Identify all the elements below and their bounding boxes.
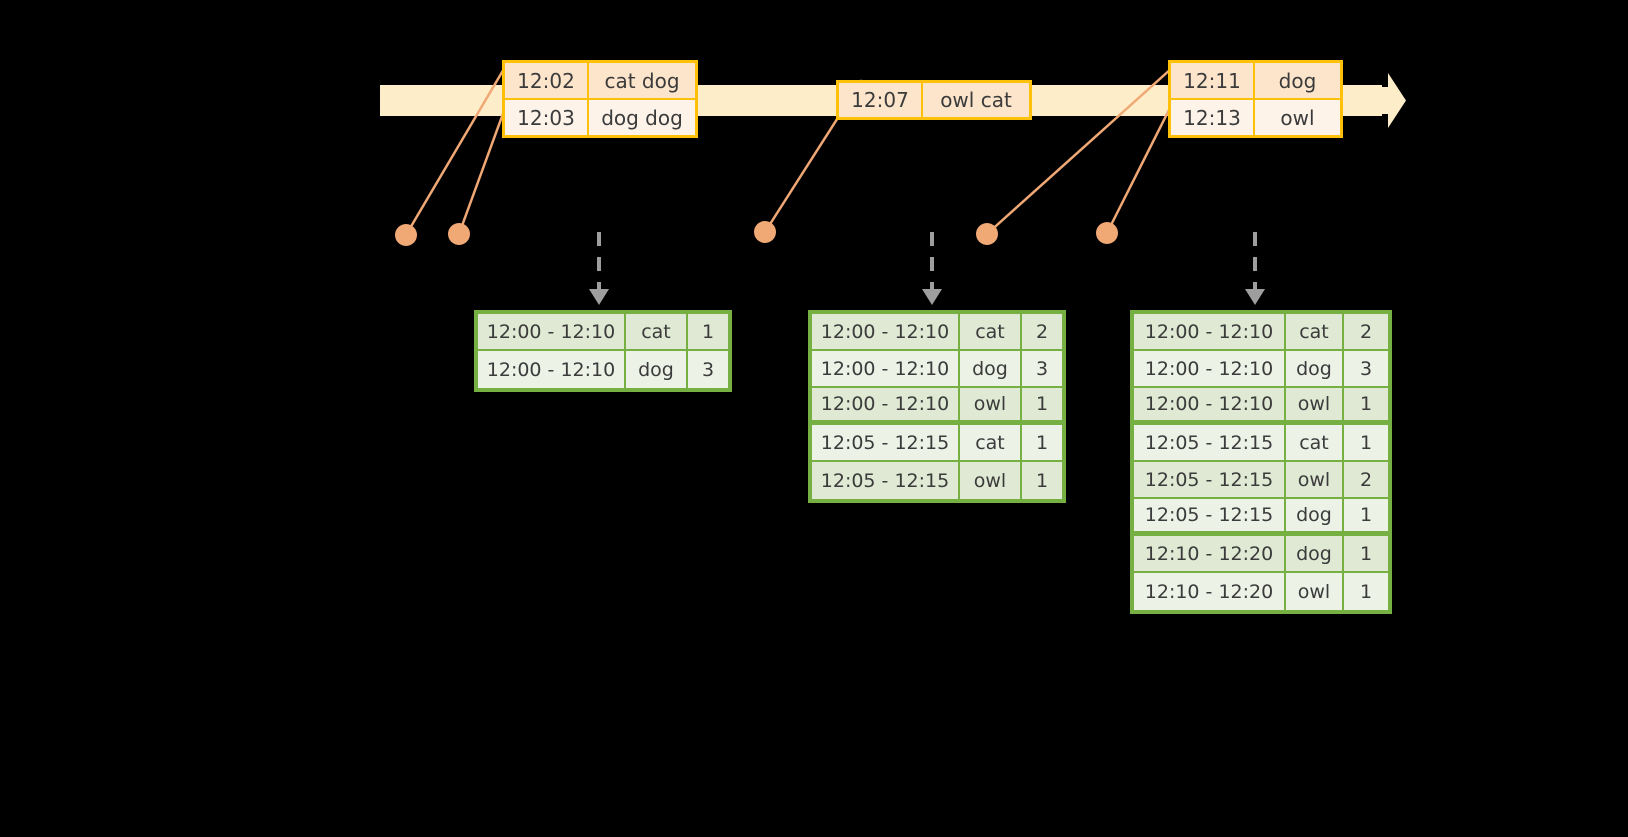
window-cell: 12:05 - 12:15 <box>812 425 960 462</box>
dashed-arrow-to-table-3-head-icon <box>1245 289 1265 305</box>
window-cell: 12:00 - 12:10 <box>1134 388 1286 425</box>
window-cell: 12:00 - 12:10 <box>812 314 960 351</box>
count-cell: 3 <box>1022 351 1062 388</box>
event-time: 12:02 <box>505 63 589 98</box>
word-cell: owl <box>960 388 1022 425</box>
window-cell: 12:00 - 12:10 <box>812 388 960 425</box>
timeline-event-group-1[interactable]: 12:02 cat dog 12:03 dog dog <box>502 60 698 138</box>
count-cell: 1 <box>1022 388 1062 425</box>
dashed-arrow-to-table-1-head-icon <box>589 289 609 305</box>
timeline-event-row[interactable]: 12:03 dog dog <box>505 98 695 135</box>
dot-1203[interactable] <box>448 223 470 245</box>
count-cell: 1 <box>1344 499 1388 536</box>
event-words: owl cat <box>923 83 1029 117</box>
window-cell: 12:05 - 12:15 <box>1134 462 1286 499</box>
leader-line-1213 <box>1105 103 1174 234</box>
event-words: cat dog <box>589 63 695 98</box>
word-cell: owl <box>1286 462 1344 499</box>
word-cell: dog <box>1286 536 1344 573</box>
count-cell: 1 <box>688 314 728 351</box>
event-words: dog <box>1255 63 1340 98</box>
leader-line-1203 <box>457 99 510 235</box>
window-cell: 12:00 - 12:10 <box>1134 351 1286 388</box>
window-cell: 12:00 - 12:10 <box>478 314 626 351</box>
event-time: 12:11 <box>1171 63 1255 98</box>
timeline-event-row[interactable]: 12:02 cat dog <box>505 63 695 98</box>
word-cell: owl <box>1286 573 1344 610</box>
word-cell: dog <box>960 351 1022 388</box>
count-cell: 2 <box>1022 314 1062 351</box>
window-cell: 12:00 - 12:10 <box>812 351 960 388</box>
timeline-event-group-2[interactable]: 12:07 owl cat <box>836 80 1032 120</box>
window-cell: 12:00 - 12:10 <box>478 351 626 388</box>
dashed-arrow-to-table-2-head-icon <box>922 289 942 305</box>
timeline-event-row[interactable]: 12:13 owl <box>1171 98 1340 135</box>
timeline-arrow-icon <box>1370 73 1406 128</box>
word-cell: cat <box>960 425 1022 462</box>
timeline-event-row[interactable]: 12:07 owl cat <box>839 83 1029 117</box>
word-cell: owl <box>1286 388 1344 425</box>
count-cell: 1 <box>1344 536 1388 573</box>
word-cell: dog <box>1286 499 1344 536</box>
count-cell: 3 <box>688 351 728 388</box>
dot-1202[interactable] <box>395 224 417 246</box>
window-cell: 12:10 - 12:20 <box>1134 573 1286 610</box>
count-cell: 1 <box>1344 388 1388 425</box>
count-cell: 3 <box>1344 351 1388 388</box>
dot-1211[interactable] <box>976 223 998 245</box>
word-cell: dog <box>626 351 688 388</box>
count-cell: 2 <box>1344 314 1388 351</box>
event-time: 12:07 <box>839 83 923 117</box>
event-time: 12:03 <box>505 100 589 135</box>
word-cell: owl <box>960 462 1022 499</box>
window-cell: 12:00 - 12:10 <box>1134 314 1286 351</box>
window-cell: 12:05 - 12:15 <box>812 462 960 499</box>
dot-1207[interactable] <box>754 221 776 243</box>
window-cell: 12:05 - 12:15 <box>1134 425 1286 462</box>
word-cell: cat <box>1286 425 1344 462</box>
count-cell: 1 <box>1344 573 1388 610</box>
count-cell: 1 <box>1344 425 1388 462</box>
event-time: 12:13 <box>1171 100 1255 135</box>
window-cell: 12:05 - 12:15 <box>1134 499 1286 536</box>
window-cell: 12:10 - 12:20 <box>1134 536 1286 573</box>
count-cell: 1 <box>1022 425 1062 462</box>
event-words: dog dog <box>589 100 695 135</box>
word-cell: cat <box>1286 314 1344 351</box>
event-words: owl <box>1255 100 1340 135</box>
word-cell: cat <box>960 314 1022 351</box>
dot-1213[interactable] <box>1096 222 1118 244</box>
timeline-event-row[interactable]: 12:11 dog <box>1171 63 1340 98</box>
count-cell: 1 <box>1022 462 1062 499</box>
word-cell: dog <box>1286 351 1344 388</box>
timeline-event-group-3[interactable]: 12:11 dog 12:13 owl <box>1168 60 1343 138</box>
count-cell: 2 <box>1344 462 1388 499</box>
word-cell: cat <box>626 314 688 351</box>
